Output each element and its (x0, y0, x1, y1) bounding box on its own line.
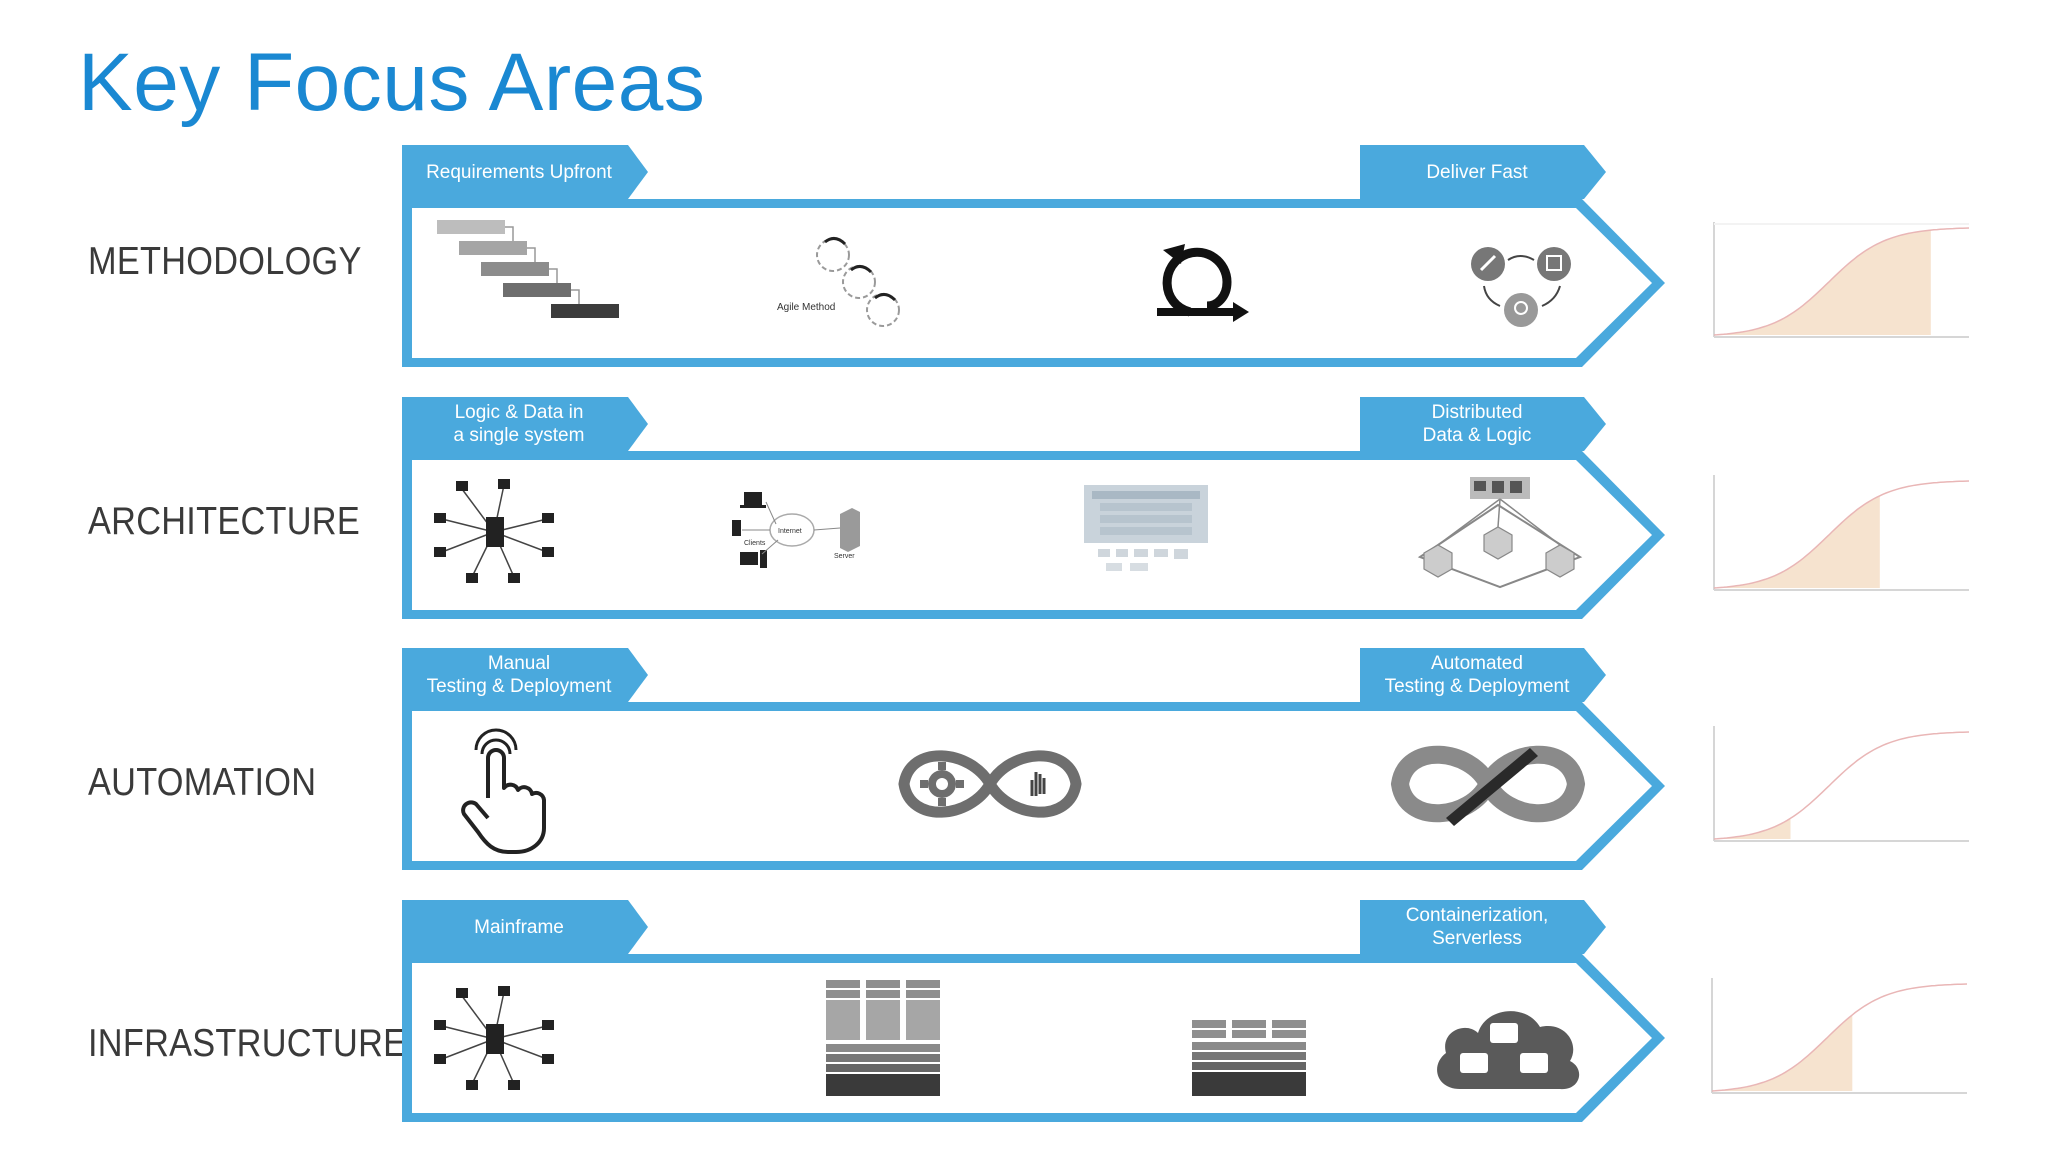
scrum-cycle-icon (1157, 244, 1249, 322)
row-label-methodology: METHODOLOGY (88, 240, 362, 283)
tab-left-methodology: Requirements Upfront (404, 145, 634, 199)
virtual-machine-stack-icon (826, 980, 940, 1096)
adoption-area (1714, 495, 1880, 588)
build-measure-learn-icon (1471, 247, 1571, 327)
service-architecture-icon (1084, 485, 1208, 571)
cloud-code-icon (1437, 1011, 1580, 1090)
row-label-infrastructure: INFRASTRUCTURE (88, 1022, 407, 1065)
tab-right-line: Deliver Fast (1426, 161, 1528, 183)
page-title: Key Focus Areas (78, 37, 706, 128)
tab-left-line: Logic & Data in (454, 402, 584, 423)
adoption-curve-line (1713, 731, 1970, 840)
tab-right-infrastructure: Containerization, Serverless (1362, 900, 1592, 954)
container-stack-icon (1192, 1020, 1306, 1096)
tab-right-architecture: Distributed Data & Logic (1362, 397, 1592, 451)
adoption-curve-architecture (1713, 474, 1970, 591)
tab-left-automation: Manual Testing & Deployment (404, 648, 634, 702)
server-text: Server (834, 553, 855, 560)
adoption-curve-infrastructure (1711, 977, 1968, 1094)
tab-left-line: Manual (487, 653, 551, 674)
tab-left-architecture: Logic & Data in a single system (404, 397, 634, 451)
adoption-curve-line (1711, 983, 1968, 1092)
clients-text: Clients (744, 540, 766, 547)
row-label-automation: AUTOMATION (88, 761, 317, 804)
tab-right-line: Automated (1431, 653, 1523, 674)
adoption-curve-line (1713, 227, 1970, 336)
agile-method-text: Agile Method (777, 302, 835, 313)
tab-right-line: Containerization, (1405, 905, 1549, 926)
internet-text: Internet (778, 528, 802, 535)
tab-left-infrastructure: Mainframe (404, 900, 634, 954)
tab-right-line: Serverless (1432, 928, 1522, 949)
tab-right-line: Testing & Deployment (1384, 676, 1570, 697)
hub-network-icon (434, 479, 554, 583)
tab-right-line: Data & Logic (1422, 425, 1532, 446)
adoption-area (1714, 230, 1931, 335)
adoption-area (1712, 1014, 1853, 1091)
tab-left-line: Testing & Deployment (426, 676, 612, 697)
agile-method-icon: Agile Method (777, 237, 900, 327)
microservices-icon (1417, 477, 1583, 589)
tab-right-line: Distributed (1431, 402, 1523, 423)
adoption-curve-line (1713, 480, 1970, 589)
tab-left-line: Requirements Upfront (426, 161, 612, 183)
adoption-area (1714, 818, 1791, 839)
gear-infinity-icon (898, 750, 1082, 818)
devops-infinity-icon (1390, 745, 1586, 826)
tab-right-methodology: Deliver Fast (1362, 145, 1592, 199)
adoption-curve-methodology (1713, 221, 1970, 338)
hand-touch-icon (461, 728, 546, 854)
tab-left-line: a single system (453, 425, 585, 446)
tab-left-line: Mainframe (474, 916, 564, 938)
row-label-architecture: ARCHITECTURE (88, 500, 361, 543)
adoption-curve-automation (1713, 725, 1970, 842)
client-server-icon: Internet Clients Server (732, 492, 860, 568)
hub-network-icon (434, 986, 554, 1090)
waterfall-diagram-icon (437, 220, 619, 318)
tab-right-automation: Automated Testing & Deployment (1362, 648, 1592, 702)
